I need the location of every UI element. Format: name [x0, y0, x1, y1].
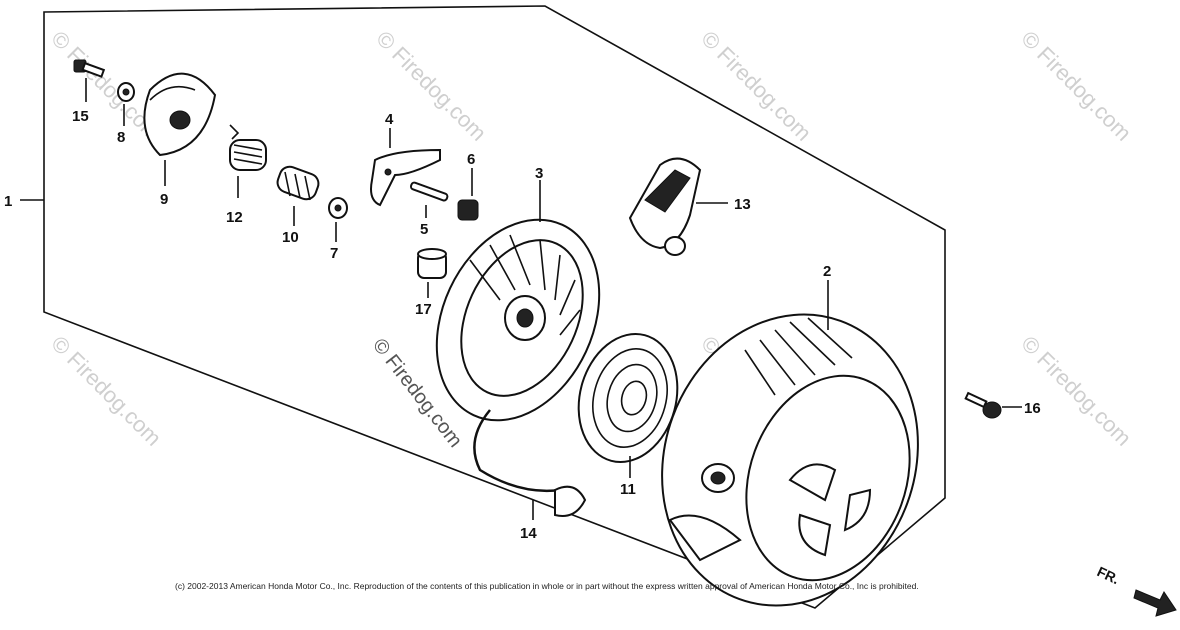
starter-rope-part-14	[473, 409, 587, 520]
assembly-frame	[43, 5, 946, 609]
washer-part-8	[117, 82, 135, 126]
callout-4: 4	[385, 111, 394, 128]
bushing-part-17	[417, 248, 447, 298]
callout-14: 14	[520, 525, 537, 542]
recoil-spring-part-11	[577, 332, 679, 478]
callout-1: 1	[4, 193, 12, 210]
starter-case-part-2	[661, 280, 919, 607]
ratchet-pawl-part-4	[370, 128, 441, 207]
callout-9: 9	[160, 191, 168, 208]
watermark: © Firedog.com	[696, 26, 816, 146]
ratchet-plate-part-9	[143, 72, 217, 186]
washer-part-7	[328, 197, 348, 242]
callout-2: 2	[823, 263, 831, 280]
bolt-part-15	[73, 59, 106, 102]
callout-11: 11	[620, 481, 636, 498]
callouts: 1 2 3 4 5 6 7 8 9 10 11 12 13 14 15 16 1…	[4, 108, 1041, 542]
copyright-notice: (c) 2002-2013 American Honda Motor Co., …	[175, 581, 919, 591]
starter-grip-part-13	[628, 157, 728, 256]
callout-17: 17	[415, 301, 432, 318]
spring-part-12	[229, 124, 267, 198]
direction-label: FR.	[1095, 563, 1122, 587]
callout-12: 12	[226, 209, 243, 226]
watermark: © Firedog.com	[1016, 331, 1136, 451]
callout-16: 16	[1024, 400, 1041, 417]
spring-part-10	[276, 165, 320, 226]
callout-3: 3	[535, 165, 543, 182]
pin-part-5	[409, 181, 449, 218]
watermark: © Firedog.com	[46, 331, 166, 451]
direction-arrow-icon	[1133, 589, 1177, 617]
callout-7: 7	[330, 245, 338, 262]
callout-13: 13	[734, 196, 751, 213]
watermark: © Firedog.com	[1016, 26, 1136, 146]
direction-indicator: FR.	[1095, 563, 1177, 617]
flange-bolt-part-16	[964, 391, 1022, 419]
collar-part-6	[457, 168, 479, 221]
callout-10: 10	[282, 229, 299, 246]
callout-6: 6	[467, 151, 475, 168]
callout-8: 8	[117, 129, 125, 146]
callout-15: 15	[72, 108, 89, 125]
reel-part-3	[435, 180, 601, 422]
callout-5: 5	[420, 221, 428, 238]
